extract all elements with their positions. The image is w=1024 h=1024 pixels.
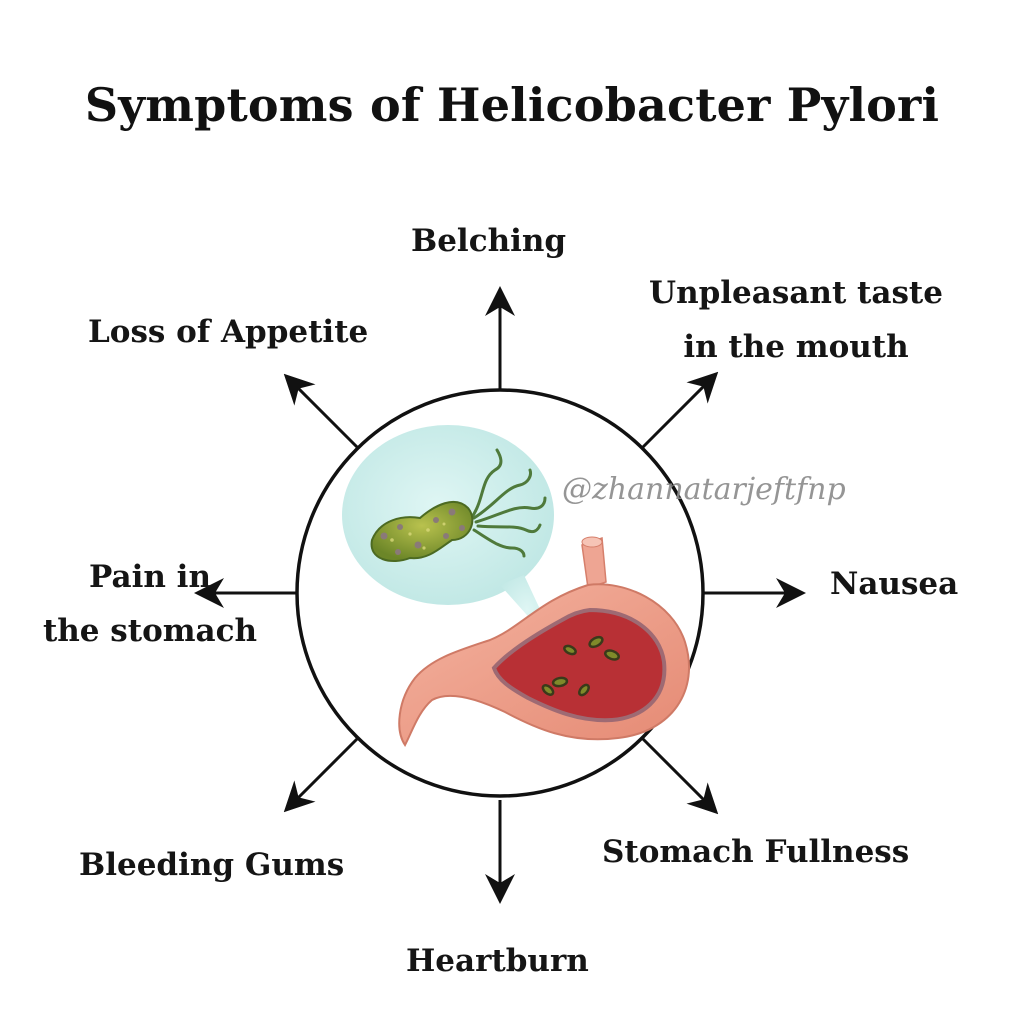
arrow-bottom-left: [283, 736, 360, 813]
arrow-top-right: [640, 371, 719, 450]
symptom-unpleasant-taste-line2: in the mouth: [683, 329, 909, 365]
page-title: Symptoms of Helicobacter Pylori: [84, 78, 940, 132]
arrow-top-left: [283, 373, 360, 450]
symptom-belching: Belching: [411, 223, 567, 259]
stomach-illustration: [398, 536, 690, 747]
symptom-loss-of-appetite: Loss of Appetite: [88, 314, 369, 350]
bacterium-illustration: [370, 448, 547, 562]
symptom-stomach-fullness: Stomach Fullness: [602, 834, 910, 870]
symptom-pain-line1: Pain in: [89, 559, 211, 595]
symptom-unpleasant-taste-line1: Unpleasant taste: [649, 275, 943, 311]
symptom-nausea: Nausea: [830, 566, 959, 602]
symptom-bleeding-gums: Bleeding Gums: [79, 847, 345, 883]
arrow-bottom-right: [640, 736, 719, 815]
symptom-unpleasant-taste: Unpleasant taste in the mouth: [630, 266, 962, 374]
symptom-pain-line2: the stomach: [42, 613, 258, 649]
symptom-pain-in-stomach: Pain in the stomach: [28, 550, 272, 658]
arrows: [194, 286, 806, 904]
symptom-heartburn: Heartburn: [406, 943, 589, 979]
watermark: @zhannatarjeftfnp: [562, 472, 846, 507]
